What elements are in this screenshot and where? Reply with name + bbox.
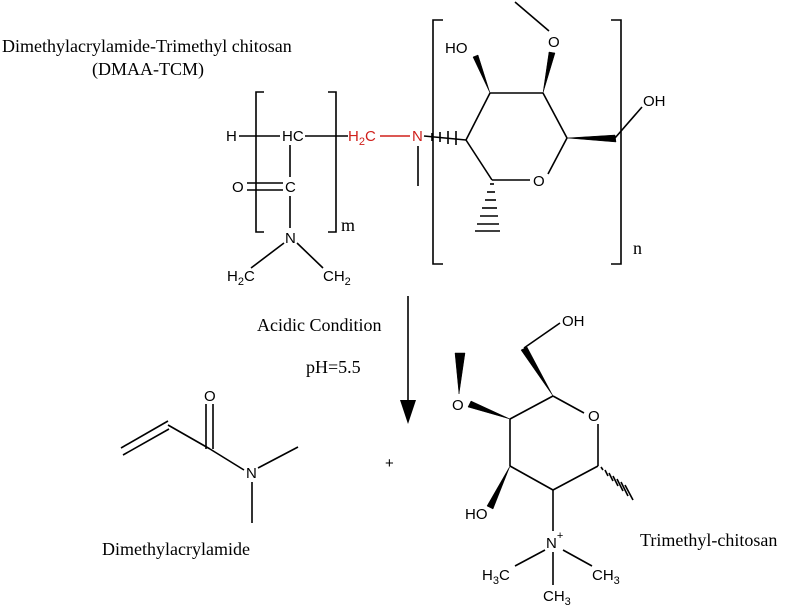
atom-carbonyl-c: C [285, 179, 296, 196]
atom-p2-h3c: H3C [482, 567, 510, 587]
vinyl-double-2 [122, 428, 170, 456]
ph-text: pH=5.5 [306, 357, 361, 377]
bracket-m-left [255, 91, 264, 233]
atom-p2-oh: OH [562, 313, 585, 330]
wedge-ch2-top [566, 134, 617, 143]
product-trimethyl-chitosan: O OH O HO N+ H3C CH3 CH3 Trimethy [452, 313, 777, 607]
p2-ome-methyl-wedge [454, 352, 466, 395]
bond-ch2-oh-top [614, 106, 643, 139]
p2-wedge-ome [467, 400, 511, 420]
atom-carbonyl-o: O [232, 179, 244, 196]
chitosan-repeat-unit: n O HO O OH [431, 1, 666, 265]
atom-dmaa-o: O [204, 388, 216, 405]
atom-ho-top: HO [445, 40, 468, 57]
p2-ring-bond-1 [509, 395, 554, 420]
p2-wedge-ho [486, 465, 511, 510]
bracket-n-left [432, 19, 443, 265]
repeat-n-label: n [633, 238, 642, 258]
p2-ring-bond-5 [509, 465, 554, 491]
atom-h2c-left: H2C [227, 268, 255, 288]
polymer-name-line2: (DMAA-TCM) [92, 59, 204, 80]
bond-ome-methyl-top [514, 1, 550, 32]
bond-n-ch2-right [296, 242, 324, 269]
p2-ch2-oh [523, 322, 561, 349]
bracket-n-right [611, 19, 622, 265]
atom-p2-ho: HO [465, 506, 488, 523]
n-methyl-up [257, 446, 299, 469]
hash-methyl-top [475, 183, 500, 232]
wedge-ome-top [542, 51, 556, 94]
p2-hash-methyl [600, 466, 634, 501]
atom-dmaa-n: N [246, 465, 257, 482]
product-dimethylacrylamide: O N Dimethylacrylamide [102, 388, 299, 559]
p2-ring-bond-2 [552, 395, 585, 414]
dmaa-repeat-unit: m H HC C O N H2C CH2 [226, 91, 355, 288]
p2-wedge-ch2 [520, 346, 554, 397]
polymer-name-line1: Dimethylacrylamide-Trimethyl chitosan [2, 36, 292, 56]
linker: H2C N [348, 128, 467, 186]
atom-p2-ome-o: O [452, 397, 464, 414]
p2-n-ch3-right [562, 549, 593, 567]
carbonyl-to-n [209, 448, 245, 471]
bracket-m-right [328, 91, 337, 233]
atom-amide-n: N [285, 230, 296, 247]
bond-n-ch2-left [250, 242, 285, 269]
product2-label: Trimethyl-chitosan [640, 530, 777, 550]
p2-ring-bond-4 [552, 465, 599, 491]
reaction-arrow-group: Acidic Condition pH=5.5 [257, 296, 416, 424]
wedge-ho-top [472, 54, 491, 94]
ring-bond-3 [542, 92, 568, 139]
repeat-m-label: m [341, 215, 355, 235]
vinyl-double-1 [120, 420, 169, 449]
atom-linker-n: N [412, 128, 423, 145]
bond-n-ring [423, 135, 467, 141]
hash-n-ring [431, 131, 457, 145]
atom-ch2-right: CH2 [323, 268, 351, 288]
ring-bond-1 [465, 92, 491, 141]
ring-bond-6 [465, 139, 493, 181]
p2-n-ch3-left [514, 549, 546, 567]
condition-text: Acidic Condition [257, 315, 382, 335]
atom-p2-ring-o: O [588, 408, 600, 425]
atom-linker-h2c: H2C [348, 128, 376, 148]
atom-ring-o-top: O [533, 173, 545, 190]
atom-hc: HC [282, 128, 304, 145]
atom-h-end: H [226, 128, 237, 145]
atom-p2-n: N+ [546, 530, 563, 552]
atom-p2-ch3-right: CH3 [592, 567, 620, 587]
atom-ome-o-top: O [548, 34, 560, 51]
plus-sign: + [385, 455, 394, 472]
atom-p2-ch3-down: CH3 [543, 588, 571, 607]
reaction-arrow-head [400, 400, 416, 424]
product1-label: Dimethylacrylamide [102, 539, 250, 559]
vinyl-to-carbonyl [167, 424, 211, 450]
atom-oh-top: OH [643, 93, 666, 110]
ring-bond-4 [547, 137, 568, 175]
